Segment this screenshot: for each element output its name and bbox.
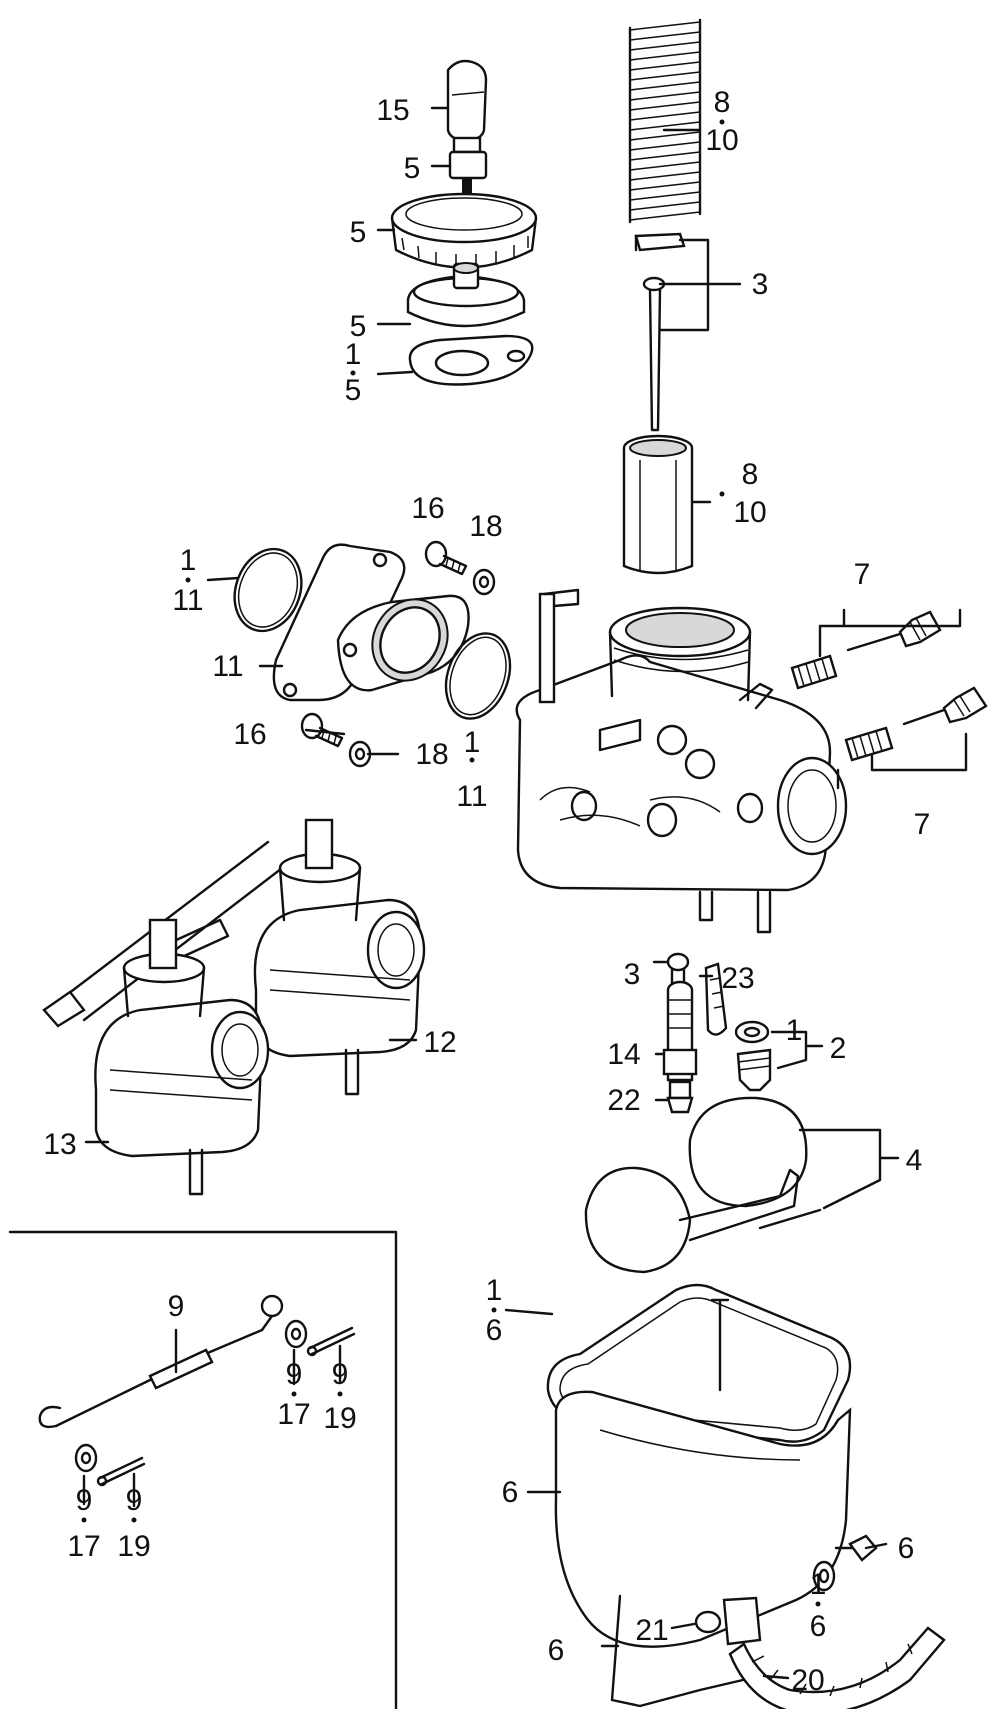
callout-14: 14: [607, 1038, 640, 1071]
inset-box: [8, 1230, 398, 1709]
callout-8-slide: 8: [742, 458, 759, 491]
main-jet: [666, 1080, 694, 1114]
callout-9-pin-top: 9: [332, 1358, 349, 1391]
callout-3-holder: 3: [624, 958, 641, 991]
callout-3-needle: 3: [752, 268, 769, 301]
jet-needle: [642, 276, 666, 432]
pilot-screw: [846, 610, 942, 652]
carburetor-body: [515, 588, 848, 934]
callout-10-slide: 10: [733, 496, 766, 529]
callout-7-upper: 7: [854, 558, 871, 591]
drain-screw: [848, 1534, 888, 1562]
insulator-bolt-top: [424, 540, 468, 576]
callout-1-oring-right: 1: [464, 726, 481, 759]
needle-clip-retainer: [634, 232, 686, 252]
top-cap-gasket: [408, 334, 534, 386]
hose-clip: [694, 1610, 722, 1634]
linkage-washer-bottom: [74, 1443, 98, 1473]
float-valve-washer: [734, 1020, 770, 1044]
callout-11-oring-right: 11: [456, 780, 487, 813]
linkage-pin-bottom: [96, 1456, 146, 1487]
float-bowl: [554, 1298, 852, 1648]
slow-jet: [704, 962, 728, 1036]
cable-adjuster-nut: [448, 136, 488, 198]
callout-19-bottom: 19: [117, 1530, 150, 1563]
callout-21: 21: [635, 1614, 668, 1647]
callout-6-drain-washer: 6: [810, 1610, 827, 1643]
throttle-slide: [622, 434, 694, 575]
callout-1-washer: 1: [786, 1014, 803, 1047]
callout-9-washer-top: 9: [286, 1358, 303, 1391]
callout-5-cap: 5: [350, 310, 367, 343]
float: [584, 1096, 822, 1274]
callout-15: 15: [376, 94, 409, 127]
callout-8-spring: 8: [714, 86, 731, 119]
bowl-retaining-clip: [610, 1594, 762, 1708]
callout-19-top: 19: [323, 1402, 356, 1435]
callout-12: 12: [423, 1026, 456, 1059]
intake-insulator: [272, 543, 470, 702]
drain-screw-washer: [812, 1560, 836, 1592]
float-valve-seat: [736, 1048, 772, 1092]
callout-6-bowl: 6: [502, 1476, 519, 1509]
callout-5-ring: 5: [350, 216, 367, 249]
callout-22: 22: [607, 1084, 640, 1117]
cable-adjuster-boot: [446, 59, 488, 142]
callout-23: 23: [721, 962, 754, 995]
callout-9-washer-bottom: 9: [76, 1484, 93, 1517]
drain-hose: [728, 1626, 946, 1709]
linkage-pin-top: [306, 1326, 356, 1357]
callout-1-bowl-gasket: 1: [486, 1274, 503, 1307]
callout-17-top: 17: [277, 1398, 310, 1431]
callout-5-adjuster: 5: [404, 152, 421, 185]
needle-jet: [662, 980, 698, 1082]
callout-10-spring: 10: [705, 124, 738, 157]
callout-1-oring-left: 1: [180, 544, 197, 577]
callout-6-drain-screw: 6: [898, 1532, 915, 1565]
callout-6-bowl-gasket: 6: [486, 1314, 503, 1347]
callout-labels: 15 5 5 5 1 5 8 10 3 8 10 16 18 1 11 11 1…: [43, 86, 930, 1697]
callout-18-top: 18: [469, 510, 502, 543]
callout-separator-dots: [81, 119, 821, 1607]
callout-18-bottom: 18: [415, 738, 448, 771]
callout-16-top: 16: [411, 492, 444, 525]
pilot-screw-spring: [790, 654, 838, 690]
callout-16-bottom: 16: [233, 718, 266, 751]
insulator-washer-top: [472, 568, 496, 596]
callout-13: 13: [43, 1128, 76, 1161]
linkage-rod: [38, 1294, 284, 1429]
o-ring-right: [444, 632, 512, 720]
callout-1-gasket: 1: [345, 338, 362, 371]
callout-11-oring-left: 11: [172, 584, 203, 617]
throttle-stop-spring: [844, 726, 894, 762]
callout-9-pin-bottom: 9: [126, 1484, 143, 1517]
callout-6-clip: 6: [548, 1634, 565, 1667]
callout-4: 4: [906, 1144, 923, 1177]
callout-7-lower: 7: [914, 808, 931, 841]
throttle-spring: [628, 18, 702, 224]
callout-5-gasket: 5: [345, 374, 362, 407]
throttle-stop-screw: [902, 686, 988, 726]
callout-9-rod: 9: [168, 1290, 185, 1323]
callout-1-drain-washer: 1: [810, 1568, 827, 1601]
callout-2: 2: [830, 1032, 847, 1065]
callout-20: 20: [791, 1664, 824, 1697]
leader-lines: [82, 106, 968, 1680]
top-cap-ring: [390, 192, 538, 269]
carburetor-assembly-pair: [42, 818, 426, 1196]
linkage-washer-top: [284, 1319, 308, 1349]
jet-needle-holder: [666, 952, 690, 986]
top-cap: [406, 262, 526, 328]
callout-17-bottom: 17: [67, 1530, 100, 1563]
callout-11-insulator: 11: [212, 650, 243, 683]
